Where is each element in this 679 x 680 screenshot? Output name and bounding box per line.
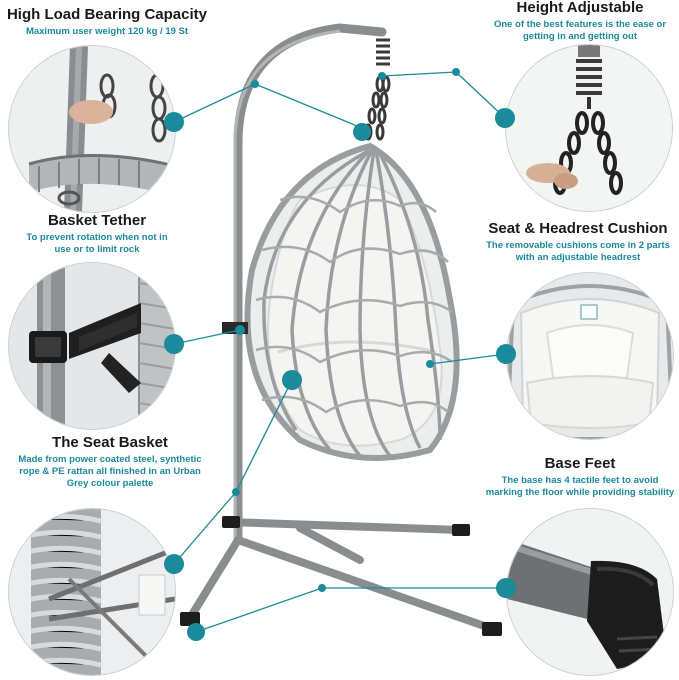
feature-height: Height Adjustable One of the best featur… — [482, 0, 678, 43]
rattan-weave-detail-icon — [8, 508, 176, 676]
tether-strap-detail-icon — [8, 262, 176, 430]
feature-tether: Basket Tether To prevent rotation when n… — [22, 212, 172, 256]
hanging-chain-spring-detail-icon — [505, 44, 673, 212]
feature-title: Seat & Headrest Cushion — [488, 220, 668, 237]
feature-load: High Load Bearing Capacity Maximum user … — [2, 6, 212, 38]
feature-title: High Load Bearing Capacity — [6, 6, 208, 23]
feature-desc: The base has 4 tactile feet to avoid mar… — [485, 475, 675, 498]
foot-cap-detail-icon — [506, 508, 674, 676]
feature-cushion: Seat & Headrest Cushion The removable cu… — [478, 220, 678, 264]
feature-title: The Seat Basket — [52, 434, 168, 451]
feature-desc: Maximum user weight 120 kg / 19 St — [25, 26, 189, 37]
feature-desc: One of the best features is the ease or … — [493, 19, 667, 42]
cushion-detail-icon — [506, 272, 674, 440]
feature-basket: The Seat Basket Made from power coated s… — [10, 434, 210, 490]
feature-feet: Base Feet The base has 4 tactile feet to… — [482, 455, 678, 499]
feature-desc: Made from power coated steel, synthetic … — [18, 454, 202, 489]
feature-title: Height Adjustable — [516, 0, 644, 16]
feature-desc: To prevent rotation when not in use or t… — [26, 232, 168, 255]
feature-desc: The removable cushions come in 2 parts w… — [486, 240, 670, 263]
feature-title: Base Feet — [544, 455, 616, 472]
hook-chain-detail-icon — [8, 45, 176, 213]
feature-title: Basket Tether — [47, 212, 147, 229]
